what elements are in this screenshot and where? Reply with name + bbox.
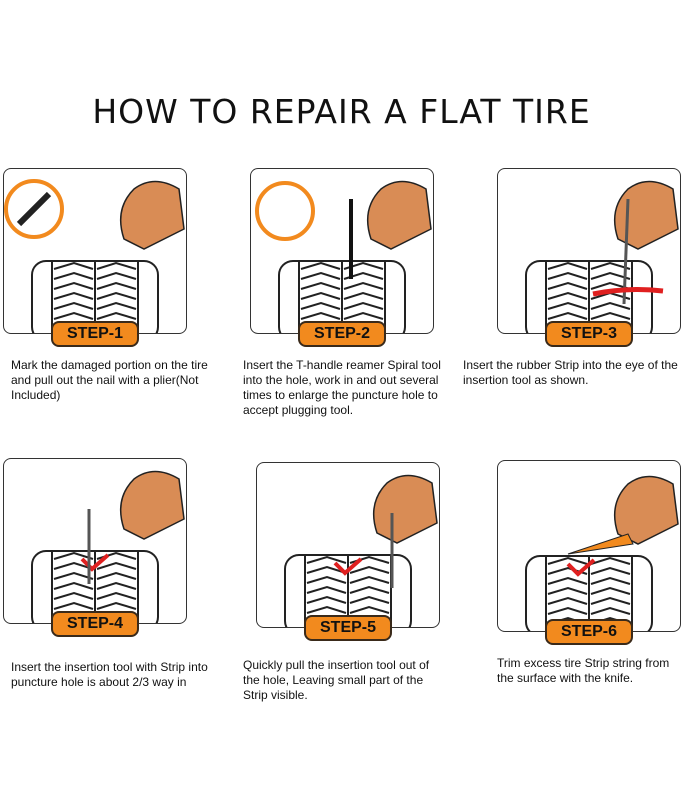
hand-icon: [372, 474, 438, 544]
step-2-description: Insert the T-handle reamer Spiral tool i…: [243, 358, 441, 417]
check-mark-icon: [80, 553, 110, 572]
tire-illustration: [31, 470, 185, 623]
hand-icon: [613, 180, 679, 250]
tire-illustration: [4, 179, 185, 333]
step-5-description: Quickly pull the insertion tool out of t…: [243, 658, 430, 702]
tire: [525, 555, 653, 631]
tire-illustration: [525, 475, 679, 631]
step-6-description: Trim excess tire Strip string from the s…: [497, 656, 670, 685]
hand-icon: [119, 180, 185, 250]
step-3-panel: STEP-3: [497, 168, 681, 347]
step-1-panel: STEP-1: [3, 168, 187, 347]
step-6-panel: STEP-6: [497, 460, 681, 645]
step-badge: STEP-6: [544, 619, 634, 645]
step-3-description: Insert the rubber Strip into the eye of …: [463, 358, 678, 387]
step-badge: STEP-3: [544, 321, 634, 347]
step-badge: STEP-4: [50, 611, 140, 637]
hand-icon: [613, 475, 679, 545]
tire-illustration: [525, 180, 679, 333]
step-badge: STEP-2: [297, 321, 387, 347]
step-5-panel: STEP-5: [256, 462, 440, 641]
tire-illustration: [284, 474, 438, 627]
hand-icon: [366, 180, 432, 250]
step-1-description: Mark the damaged portion on the tire and…: [11, 358, 208, 402]
knife-icon: [567, 533, 634, 555]
check-mark-icon: [333, 557, 363, 576]
hand-icon: [119, 470, 185, 540]
step-badge: STEP-1: [50, 321, 140, 347]
step-2-panel: STEP-2: [250, 168, 434, 347]
tire-illustration: [255, 180, 432, 333]
step-4-panel: STEP-4: [3, 458, 187, 637]
rubber-strip: [592, 287, 664, 297]
step-4-description: Insert the insertion tool with Strip int…: [11, 660, 208, 689]
reamer-callout-icon: [255, 181, 315, 241]
step-badge: STEP-5: [303, 615, 393, 641]
check-mark-icon: [566, 558, 596, 577]
page-title: HOW TO REPAIR A FLAT TIRE: [92, 92, 591, 131]
